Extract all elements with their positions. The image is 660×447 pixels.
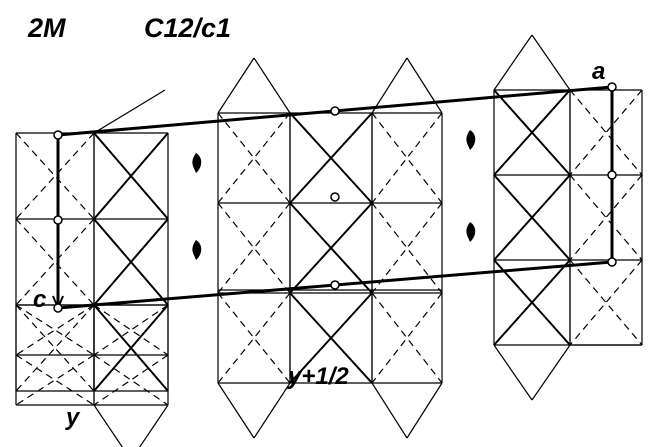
hidden-edge <box>217 112 291 204</box>
apex-edge <box>217 57 255 114</box>
tetrahedral-layer-right <box>493 34 643 401</box>
apex-edge <box>531 344 571 401</box>
hidden-edge <box>93 304 169 356</box>
tetrahedron-edge <box>93 175 132 220</box>
hidden-edge <box>15 218 95 306</box>
tetrahedron-edge <box>493 301 533 346</box>
hidden-edge <box>15 354 95 406</box>
apex-edge <box>406 382 443 439</box>
hidden-edge <box>217 292 291 384</box>
apex-edge <box>253 57 291 114</box>
hidden-edge <box>15 354 95 406</box>
hidden-edge <box>15 132 95 220</box>
hidden-edge <box>217 202 291 294</box>
tetrahedron-edge <box>93 132 132 177</box>
tetrahedron-edge <box>493 216 533 261</box>
lattice-point <box>330 106 340 116</box>
tetrahedron-edge <box>130 132 169 177</box>
tetrahedron-edge <box>493 259 533 304</box>
lattice-point <box>330 280 340 290</box>
lattice-point <box>607 257 617 267</box>
hidden-edge <box>15 132 95 220</box>
hidden-edge <box>15 218 95 306</box>
axis-c-label: c <box>33 286 47 313</box>
tetrahedron-edge <box>330 202 373 249</box>
tetrahedron-edge <box>493 174 533 219</box>
tetrahedron-edge <box>289 247 332 294</box>
hidden-edge <box>93 354 169 406</box>
lattice-point <box>607 170 617 180</box>
hidden-edge <box>569 89 643 176</box>
hidden-edge <box>93 304 169 356</box>
screw-axis-symbols <box>192 130 476 260</box>
lattice-point <box>53 303 63 313</box>
hidden-edge <box>569 174 643 261</box>
hidden-edge <box>217 292 291 384</box>
hidden-edge <box>569 89 643 176</box>
tetrahedron-edge <box>531 89 571 134</box>
lattice-point <box>330 192 340 202</box>
lattice-point <box>53 215 63 225</box>
tetrahedron-edge <box>330 292 373 339</box>
hidden-edge <box>15 304 95 356</box>
twofold-screw-axis-icon <box>466 222 476 242</box>
polytype-label: 2M <box>28 13 66 43</box>
tetrahedron-edge <box>531 131 571 176</box>
hidden-edge <box>93 354 169 406</box>
space-group-label: C12/c1 <box>144 13 232 43</box>
apex-edge <box>371 382 408 439</box>
apex-edge <box>253 382 291 439</box>
apex-edge <box>93 404 123 447</box>
tetrahedron-edge <box>289 202 332 249</box>
tetrahedron-edge <box>130 175 169 220</box>
apex-edge <box>139 404 169 447</box>
hidden-edge <box>217 202 291 294</box>
hidden-edge <box>569 259 643 346</box>
apex-edge <box>93 89 166 134</box>
axis-a-label: a <box>592 58 606 85</box>
hidden-edge <box>15 304 95 392</box>
tetrahedron-edge <box>493 131 533 176</box>
unit-cell-outline <box>52 82 617 313</box>
tetrahedron-edge <box>531 216 571 261</box>
twofold-screw-axis-icon <box>192 153 202 173</box>
hidden-edge <box>569 174 643 261</box>
tetrahedron-edge <box>289 112 332 159</box>
tetrahedron-edge <box>93 261 132 306</box>
apex-edge <box>493 344 533 401</box>
tetrahedron-edge <box>289 292 332 339</box>
apex-edge <box>406 57 443 114</box>
apex-edge <box>531 34 571 91</box>
twofold-screw-axis-icon <box>466 130 476 150</box>
layer-y-half-label: y+1/2 <box>288 363 349 390</box>
tetrahedron-edge <box>330 157 373 204</box>
tetrahedron-edge <box>289 157 332 204</box>
tetrahedral-layer-y-half <box>217 57 443 439</box>
layer-y-label: y <box>66 404 80 431</box>
twofold-screw-axis-icon <box>192 240 202 260</box>
tetrahedron-edge <box>130 304 169 349</box>
hidden-edge <box>217 112 291 204</box>
hidden-edge <box>569 259 643 346</box>
tetrahedron-edge <box>93 304 132 349</box>
apex-edge <box>493 34 533 91</box>
apex-edge <box>371 57 408 114</box>
apex-edge <box>217 382 255 439</box>
tetrahedron-edge <box>531 174 571 219</box>
hidden-edge <box>15 304 95 392</box>
lattice-point <box>607 82 617 92</box>
hidden-edge <box>15 304 95 356</box>
tetrahedron-edge <box>531 301 571 346</box>
tetrahedron-edge <box>130 261 169 306</box>
tetrahedron-edge <box>130 218 169 263</box>
tetrahedral-layer-y <box>15 89 169 447</box>
tetrahedron-edge <box>330 337 373 384</box>
lattice-point <box>53 130 63 140</box>
tetrahedron-edge <box>93 218 132 263</box>
tetrahedron-edge <box>330 247 373 294</box>
tetrahedron-edge <box>330 112 373 159</box>
tetrahedron-edge <box>289 337 332 384</box>
